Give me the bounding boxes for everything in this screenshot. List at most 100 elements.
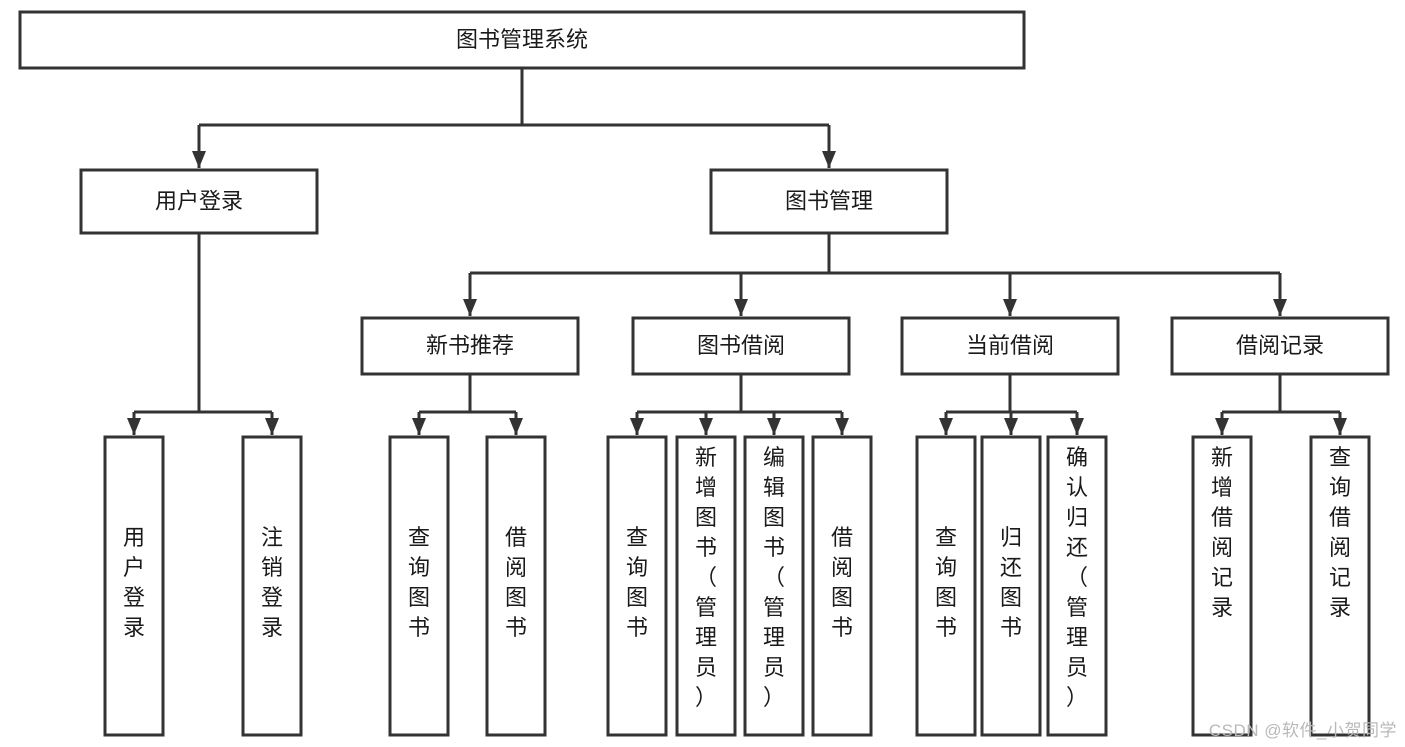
node-label-level2-0: 用户登录 bbox=[155, 188, 243, 213]
node-root-图书管理系统[interactable] bbox=[18, 10, 1026, 70]
svg-text:理: 理 bbox=[1066, 625, 1088, 650]
svg-text:询: 询 bbox=[935, 555, 957, 580]
node-label-level3-2: 当前借阅 bbox=[966, 333, 1054, 358]
svg-text:（: （ bbox=[1066, 565, 1088, 590]
svg-text:还: 还 bbox=[1000, 555, 1022, 580]
node-leaf-编辑图书（管理员）[interactable] bbox=[743, 435, 805, 737]
svg-text:管: 管 bbox=[1066, 595, 1088, 620]
node-label-level2-1: 图书管理 bbox=[785, 188, 873, 213]
svg-text:辑: 辑 bbox=[763, 475, 785, 500]
node-leaf-查询图书[interactable] bbox=[606, 435, 668, 737]
svg-text:书: 书 bbox=[505, 615, 527, 640]
svg-text:书: 书 bbox=[626, 615, 648, 640]
svg-text:借: 借 bbox=[831, 525, 853, 550]
node-label-leaf-0: 用户登录 bbox=[123, 525, 145, 640]
svg-text:查: 查 bbox=[626, 525, 648, 550]
arrow-head-icon bbox=[1070, 418, 1084, 435]
arrow-head-icon bbox=[699, 418, 713, 435]
arrow-head-icon bbox=[734, 299, 748, 316]
svg-text:询: 询 bbox=[1329, 475, 1351, 500]
svg-text:询: 询 bbox=[626, 555, 648, 580]
svg-text:图: 图 bbox=[626, 585, 648, 610]
node-leaf-借阅图书[interactable] bbox=[485, 435, 547, 737]
node-label-root: 图书管理系统 bbox=[456, 27, 588, 52]
svg-text:借: 借 bbox=[1329, 505, 1351, 530]
node-leaf-归还图书[interactable] bbox=[980, 435, 1042, 737]
svg-text:员: 员 bbox=[763, 655, 785, 680]
svg-text:管: 管 bbox=[763, 595, 785, 620]
arrow-head-icon bbox=[1215, 418, 1229, 435]
svg-text:图: 图 bbox=[935, 585, 957, 610]
node-level3-借阅记录[interactable] bbox=[1170, 316, 1390, 376]
svg-text:理: 理 bbox=[763, 625, 785, 650]
arrow-head-icon bbox=[835, 418, 849, 435]
arrow-head-icon bbox=[822, 151, 836, 168]
node-level3-新书推荐[interactable] bbox=[360, 316, 580, 376]
svg-text:还: 还 bbox=[1066, 535, 1088, 560]
svg-text:归: 归 bbox=[1000, 525, 1022, 550]
svg-text:书: 书 bbox=[1000, 615, 1022, 640]
svg-text:登: 登 bbox=[261, 585, 283, 610]
svg-text:录: 录 bbox=[1211, 595, 1233, 620]
arrow-head-icon bbox=[412, 418, 426, 435]
csdn-watermark: CSDN @软件_小贺同学 bbox=[1208, 721, 1397, 740]
node-leaf-用户登录[interactable] bbox=[103, 435, 165, 737]
arrow-head-icon bbox=[767, 418, 781, 435]
svg-text:图: 图 bbox=[695, 505, 717, 530]
svg-text:录: 录 bbox=[123, 615, 145, 640]
node-leaf-查询借阅记录[interactable] bbox=[1309, 435, 1371, 737]
svg-text:询: 询 bbox=[408, 555, 430, 580]
svg-text:书: 书 bbox=[408, 615, 430, 640]
node-label-level3-3: 借阅记录 bbox=[1236, 333, 1324, 358]
node-leaf-注销登录[interactable] bbox=[241, 435, 303, 737]
node-level3-图书借阅[interactable] bbox=[631, 316, 851, 376]
arrow-head-icon bbox=[1273, 299, 1287, 316]
svg-text:录: 录 bbox=[261, 615, 283, 640]
svg-text:阅: 阅 bbox=[831, 555, 853, 580]
node-leaf-新增借阅记录[interactable] bbox=[1191, 435, 1253, 737]
svg-text:书: 书 bbox=[935, 615, 957, 640]
svg-text:归: 归 bbox=[1066, 505, 1088, 530]
node-leaf-确认归还（管理员）[interactable] bbox=[1046, 435, 1108, 737]
node-leaf-借阅图书[interactable] bbox=[811, 435, 873, 737]
svg-text:图: 图 bbox=[831, 585, 853, 610]
svg-text:记: 记 bbox=[1329, 565, 1351, 590]
svg-text:记: 记 bbox=[1211, 565, 1233, 590]
svg-text:借: 借 bbox=[1211, 505, 1233, 530]
svg-text:增: 增 bbox=[1211, 475, 1233, 500]
svg-text:用: 用 bbox=[123, 525, 145, 550]
svg-text:查: 查 bbox=[1329, 445, 1351, 470]
node-level3-当前借阅[interactable] bbox=[900, 316, 1120, 376]
arrow-head-icon bbox=[1003, 299, 1017, 316]
svg-text:）: ） bbox=[1066, 685, 1088, 710]
node-level2-图书管理[interactable] bbox=[709, 168, 949, 235]
svg-text:员: 员 bbox=[1066, 655, 1088, 680]
svg-text:图: 图 bbox=[763, 505, 785, 530]
svg-text:认: 认 bbox=[1066, 475, 1088, 500]
svg-text:理: 理 bbox=[695, 625, 717, 650]
svg-text:查: 查 bbox=[935, 525, 957, 550]
svg-text:编: 编 bbox=[763, 445, 785, 470]
svg-text:户: 户 bbox=[123, 555, 145, 580]
node-leaf-新增图书（管理员）[interactable] bbox=[675, 435, 737, 737]
svg-text:销: 销 bbox=[261, 555, 283, 580]
svg-text:查: 查 bbox=[408, 525, 430, 550]
node-leaf-查询图书[interactable] bbox=[388, 435, 450, 737]
arrow-head-icon bbox=[630, 418, 644, 435]
svg-text:增: 增 bbox=[695, 475, 717, 500]
node-leaf-查询图书[interactable] bbox=[915, 435, 977, 737]
svg-text:阅: 阅 bbox=[505, 555, 527, 580]
arrow-head-icon bbox=[265, 418, 279, 435]
svg-text:员: 员 bbox=[695, 655, 717, 680]
